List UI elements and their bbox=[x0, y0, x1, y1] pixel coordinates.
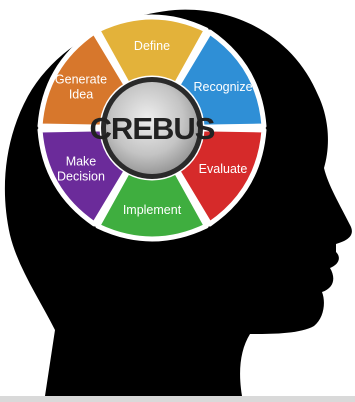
petal-label: Generate bbox=[55, 73, 107, 87]
center-hub-disc bbox=[106, 82, 198, 174]
petal-label: Implement bbox=[123, 203, 182, 217]
petal-label: Make bbox=[66, 155, 97, 169]
petal-label: Idea bbox=[69, 88, 93, 102]
petal-label: Decision bbox=[57, 170, 105, 184]
center-hub: CREBUS bbox=[90, 77, 216, 179]
center-label: CREBUS bbox=[90, 111, 215, 146]
petal-label: Evaluate bbox=[199, 162, 248, 176]
petal-label: Define bbox=[134, 39, 170, 53]
petal-label: Recognize bbox=[193, 80, 252, 94]
bottom-strip bbox=[0, 396, 355, 402]
